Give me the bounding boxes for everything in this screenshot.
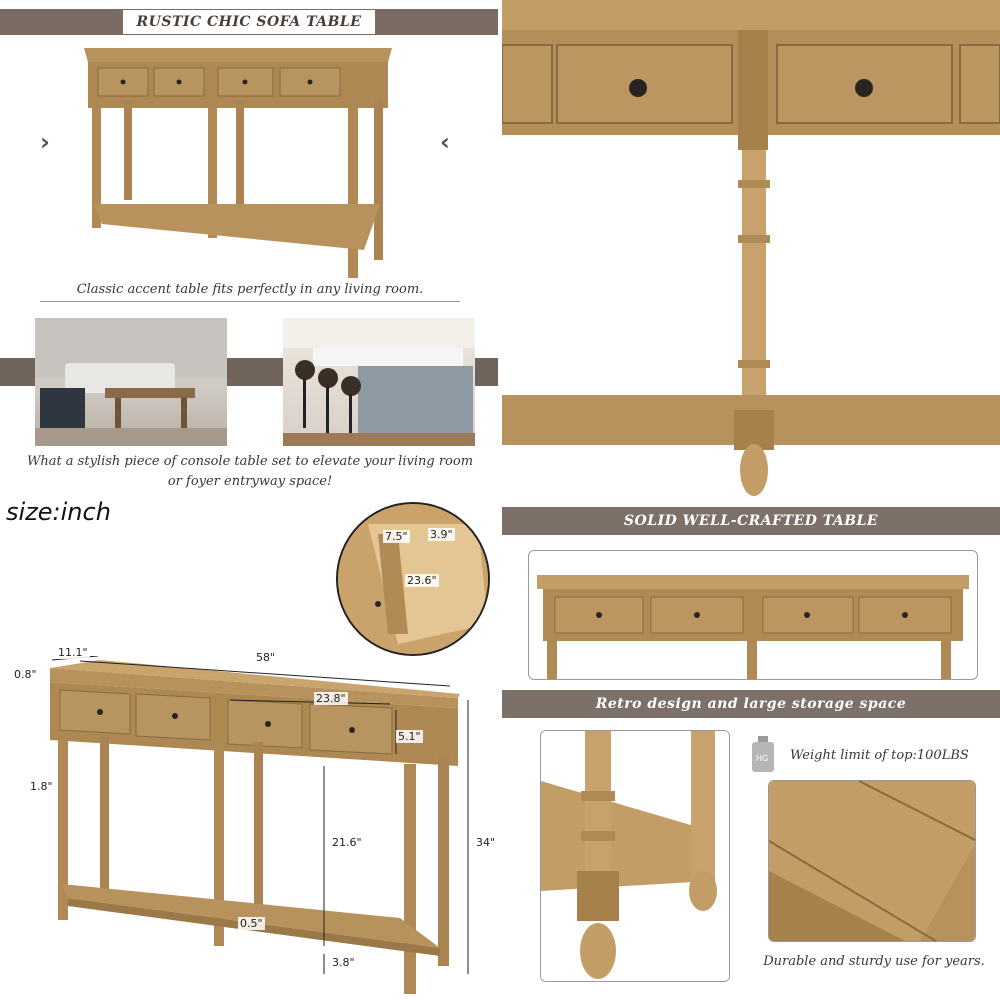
- dim-clearance: 3.8": [330, 956, 357, 969]
- table-front-frame: [528, 550, 978, 680]
- dim-depth: 11.1": [56, 646, 90, 659]
- retro-design-banner: Retro design and large storage space: [502, 690, 1000, 718]
- kitchen-photo: [283, 318, 475, 446]
- weight-icon: HG: [750, 736, 776, 772]
- dim-total-height: 34": [474, 836, 498, 849]
- prev-arrow-icon[interactable]: ‹: [440, 128, 450, 156]
- living-room-photo: [35, 318, 227, 446]
- weight-limit-text: Weight limit of top:100LBS: [790, 748, 969, 763]
- dimension-drawing: [50, 656, 469, 994]
- panel1-caption-text: Classic accent table fits perfectly in a…: [76, 282, 424, 297]
- dim-apron: 1.8": [28, 780, 55, 793]
- durable-caption-text: Durable and sturdy use for years.: [763, 954, 985, 969]
- dim-inner-height: 21.6": [330, 836, 364, 849]
- panel1-caption: Classic accent table fits perfectly in a…: [40, 282, 460, 302]
- leg-closeup-photo: [502, 0, 1000, 500]
- dim-drawer-depth: 23.6": [405, 574, 439, 587]
- sofa-table-front-image: [84, 48, 392, 278]
- solid-crafted-title: SOLID WELL-CRAFTED TABLE: [623, 513, 879, 529]
- durable-caption: Durable and sturdy use for years.: [750, 954, 998, 969]
- top-grain-closeup-frame: [768, 780, 976, 942]
- solid-crafted-banner: SOLID WELL-CRAFTED TABLE: [502, 507, 1000, 535]
- dim-top-thickness: 0.8": [12, 668, 39, 681]
- panel2-caption-line1: What a stylish piece of console table se…: [26, 454, 474, 469]
- rustic-chic-banner: RUSTIC CHIC SOFA TABLE: [0, 9, 498, 35]
- shelf-closeup-frame: [540, 730, 730, 982]
- dim-drawer-height: 5.1": [396, 730, 423, 743]
- next-arrow-icon[interactable]: ›: [40, 128, 50, 156]
- panel2-caption: What a stylish piece of console table se…: [20, 452, 480, 492]
- panel2-caption-line2: or foyer entryway space!: [167, 474, 333, 489]
- rustic-chic-title: RUSTIC CHIC SOFA TABLE: [122, 10, 376, 34]
- weight-limit-label: Weight limit of top:100LBS: [790, 748, 969, 763]
- retro-design-title: Retro design and large storage space: [595, 696, 907, 712]
- dim-drawer-width: 23.8": [314, 692, 348, 705]
- dim-drawer-inner-h: 3.9": [428, 528, 455, 541]
- dim-width: 58": [254, 651, 278, 664]
- dim-shelf: 0.5": [238, 917, 265, 930]
- size-inch-label: size:inch: [6, 498, 111, 526]
- weight-icon-text: HG: [756, 754, 769, 763]
- dim-drawer-inner-w: 7.5": [383, 530, 410, 543]
